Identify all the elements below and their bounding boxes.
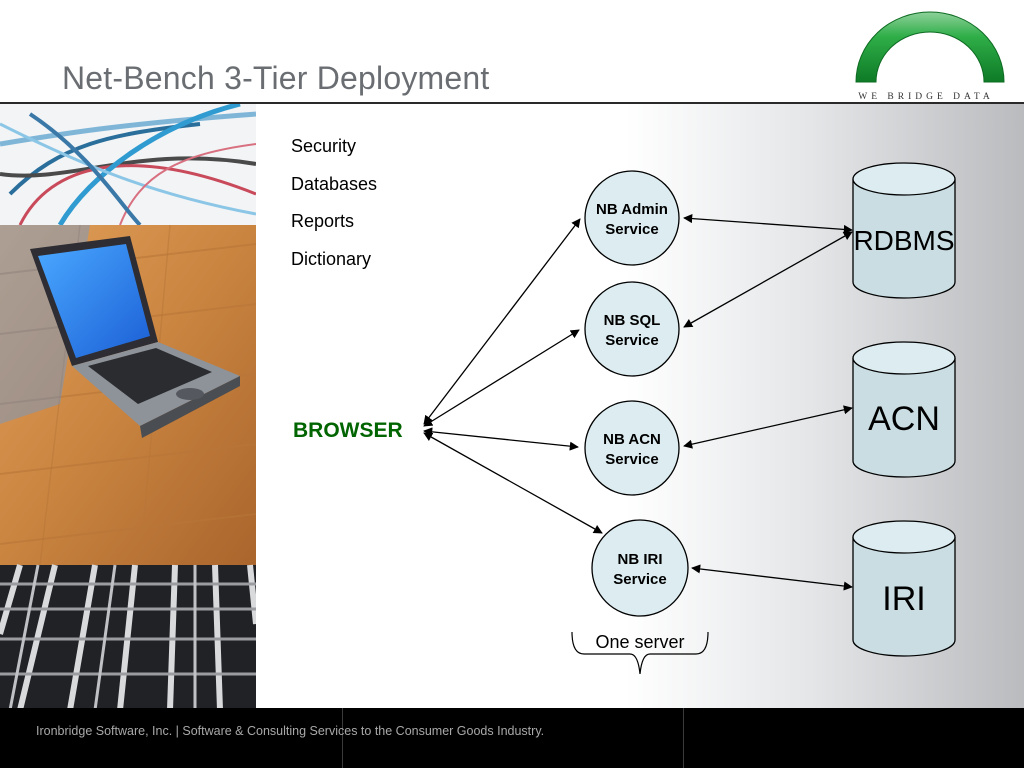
connector-iri-iri bbox=[691, 564, 853, 591]
logo-tagline: WE BRIDGE DATA bbox=[858, 92, 994, 102]
service-nb-admin-line1: NB Admin bbox=[596, 201, 668, 218]
service-nb-iri-line2: Service bbox=[613, 571, 666, 588]
service-nb-iri: NB IRI Service bbox=[591, 519, 689, 617]
service-nb-acn-line1: NB ACN bbox=[603, 431, 661, 448]
service-nb-sql-line2: Service bbox=[605, 332, 658, 349]
feature-item-databases: Databases bbox=[291, 173, 378, 194]
service-nb-iri-line1: NB IRI bbox=[618, 551, 663, 568]
service-nb-sql-line1: NB SQL bbox=[604, 312, 661, 329]
feature-item-reports: Reports bbox=[291, 211, 355, 231]
connector-browser-acn bbox=[423, 427, 579, 451]
connector-acn-acn bbox=[683, 405, 853, 449]
laptop-photo bbox=[0, 224, 256, 566]
connector-browser-admin bbox=[423, 218, 581, 425]
service-nb-acn-line2: Service bbox=[605, 451, 658, 468]
feature-list: Security Databases Reports Dictionary bbox=[291, 133, 377, 283]
footer-divider bbox=[342, 708, 343, 768]
connector-sql-rdbms bbox=[683, 231, 853, 328]
database-connectors bbox=[683, 214, 853, 591]
database-acn: ACN bbox=[852, 341, 956, 478]
metal-grating-photo bbox=[0, 564, 256, 710]
footer-divider bbox=[683, 708, 684, 768]
we-bridge-data-logo bbox=[855, 11, 1005, 83]
database-iri-label: IRI bbox=[882, 580, 925, 618]
service-nb-admin-line2: Service bbox=[605, 221, 658, 238]
photo-collage bbox=[0, 104, 256, 710]
service-nb-acn: NB ACN Service bbox=[584, 400, 680, 496]
footer-bar bbox=[0, 708, 1024, 768]
browser-label: BROWSER bbox=[293, 419, 403, 442]
connector-admin-rdbms bbox=[683, 214, 853, 234]
slide-title: Net-Bench 3-Tier Deployment bbox=[62, 60, 490, 96]
title-divider bbox=[0, 102, 1024, 104]
database-iri: IRI bbox=[852, 520, 956, 657]
logo-arch-icon bbox=[855, 11, 1005, 83]
feature-item-security: Security bbox=[291, 136, 357, 156]
database-rdbms-label: RDBMS bbox=[853, 225, 954, 256]
database-acn-label: ACN bbox=[868, 400, 940, 438]
service-nb-admin: NB Admin Service bbox=[584, 170, 680, 266]
feature-item-dictionary: Dictionary bbox=[291, 248, 372, 269]
browser-connectors bbox=[423, 218, 603, 534]
one-server-label: One server bbox=[595, 632, 684, 652]
one-server-brace: One server bbox=[571, 631, 709, 675]
footer-text: Ironbridge Software, Inc. | Software & C… bbox=[36, 724, 545, 738]
connector-browser-iri bbox=[423, 432, 603, 534]
connector-browser-sql bbox=[423, 329, 580, 427]
database-rdbms: RDBMS bbox=[852, 162, 956, 299]
cables-photo bbox=[0, 104, 256, 227]
service-nb-sql: NB SQL Service bbox=[584, 281, 680, 377]
